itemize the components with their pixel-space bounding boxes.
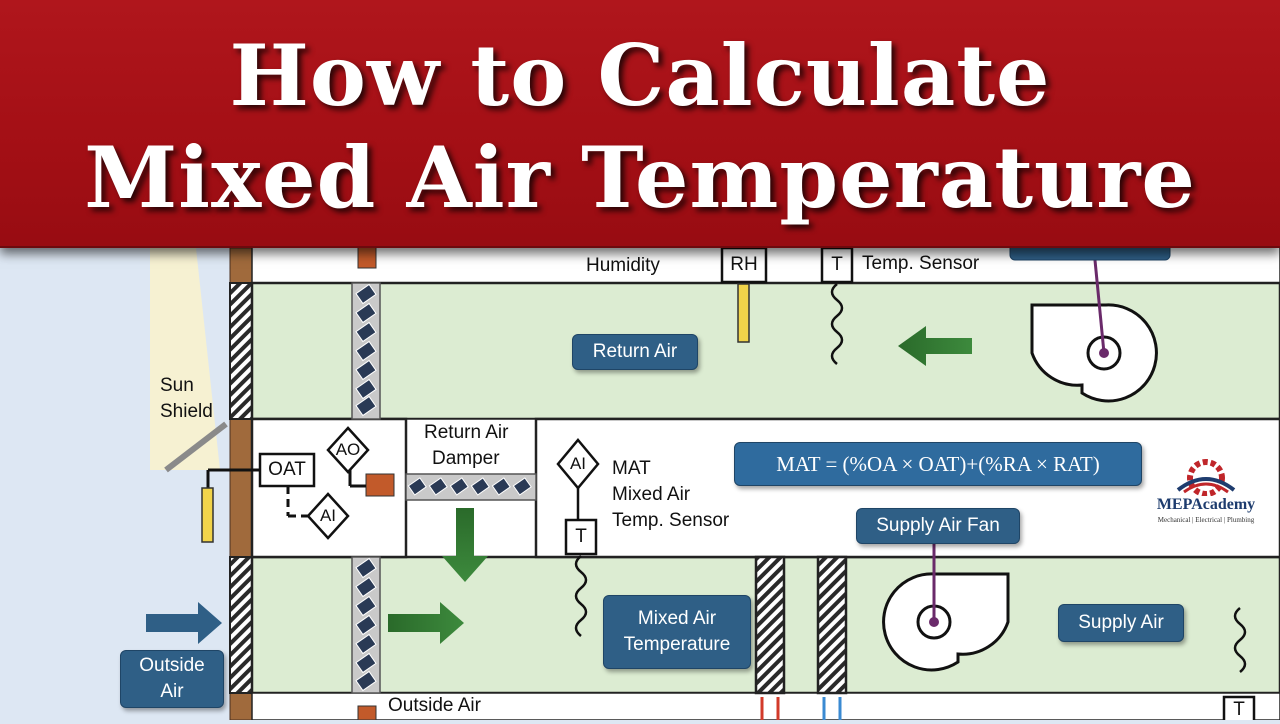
- supply-temp-element: [1233, 607, 1247, 673]
- return-air-damper-label-1: Return Air: [424, 422, 509, 443]
- mat-t-text: T: [575, 526, 587, 547]
- return-temp-element: [830, 283, 844, 365]
- outside-air-line-2: Air: [160, 681, 184, 702]
- outside-air-pill: Outside Air: [120, 650, 224, 708]
- mat-formula: MAT = (%OA × OAT)+(%RA × RAT): [734, 442, 1142, 486]
- mixed-flow-arrow: [388, 602, 464, 644]
- oat-tag: [258, 452, 316, 488]
- humidity-probe: [737, 283, 750, 343]
- wall-louver-bottom: [229, 556, 253, 694]
- logo-name: MEPAcademy: [1156, 496, 1256, 513]
- return-air-damper-label-2: Damper: [432, 448, 500, 469]
- return-damper-actuator: [365, 473, 395, 497]
- ao-tag-text: AO: [335, 440, 361, 459]
- mat-desc-1: Mixed Air: [612, 484, 691, 505]
- humidity-label: Humidity: [586, 255, 660, 276]
- supply-air-pill: Supply Air: [1058, 604, 1184, 642]
- oat-tag-text: OAT: [268, 459, 306, 480]
- rh-tag-text: RH: [730, 254, 758, 275]
- mat-sensor-element: [574, 555, 588, 637]
- outside-air-line-1: Outside: [139, 655, 205, 676]
- logo-tagline: Mechanical | Electrical | Plumbing: [1157, 516, 1255, 524]
- title-line-2: Mixed Air Temperature: [84, 128, 1196, 227]
- sun-shield-light: [150, 248, 220, 470]
- mixed-air-temperature-line-2: Temperature: [623, 634, 731, 655]
- ai-tag-text-controller: AI: [319, 506, 337, 525]
- heating-coil: [754, 555, 786, 695]
- cooling-coil: [816, 555, 848, 695]
- outside-air-damper-label: Outside Air: [388, 695, 481, 716]
- return-flow-arrow: [898, 326, 972, 366]
- mep-academy-logo: MEPAcademy Mechanical | Electrical | Plu…: [1148, 450, 1264, 530]
- sun-shield-bar: [164, 421, 228, 473]
- return-t-text: T: [831, 254, 843, 275]
- mixed-air-temperature-line-1: Mixed Air: [637, 608, 717, 629]
- mat-label: MAT: [612, 458, 651, 479]
- oat-sensor-probe: [201, 487, 214, 543]
- return-air-fan: [1030, 249, 1158, 403]
- mat-t-tag: [564, 518, 598, 556]
- return-air-pill: Return Air: [572, 334, 698, 370]
- return-air-damper: [405, 473, 537, 501]
- ai-tag-text-mat: AI: [569, 454, 587, 473]
- mixing-flow-arrow: [442, 508, 488, 582]
- supply-air-fan: [882, 544, 1010, 672]
- supply-air-fan-pill: Supply Air Fan: [856, 508, 1020, 544]
- rh-tag: [720, 246, 768, 284]
- temp-sensor-label: Temp. Sensor: [862, 253, 980, 274]
- ao-diamond: [326, 426, 370, 474]
- wall-louver-top: [229, 282, 253, 420]
- title-line-1: How to Calculate: [229, 26, 1051, 125]
- relief-damper-actuator: [357, 245, 377, 269]
- logo-gear-icon: [1176, 459, 1236, 497]
- outside-damper-actuator: [357, 705, 377, 721]
- sun-label: Sun: [160, 375, 194, 396]
- title-banner: How to Calculate Mixed Air Temperature: [0, 0, 1280, 248]
- mixed-air-temperature-pill: Mixed Air Temperature: [603, 595, 751, 669]
- outside-air-arrow: [146, 602, 222, 644]
- ai-diamond-controller: [306, 492, 350, 540]
- shield-label: Shield: [160, 401, 213, 422]
- return-t-tag: [820, 246, 854, 284]
- mat-desc-2: Temp. Sensor: [612, 510, 730, 531]
- supply-t-text: T: [1233, 699, 1245, 720]
